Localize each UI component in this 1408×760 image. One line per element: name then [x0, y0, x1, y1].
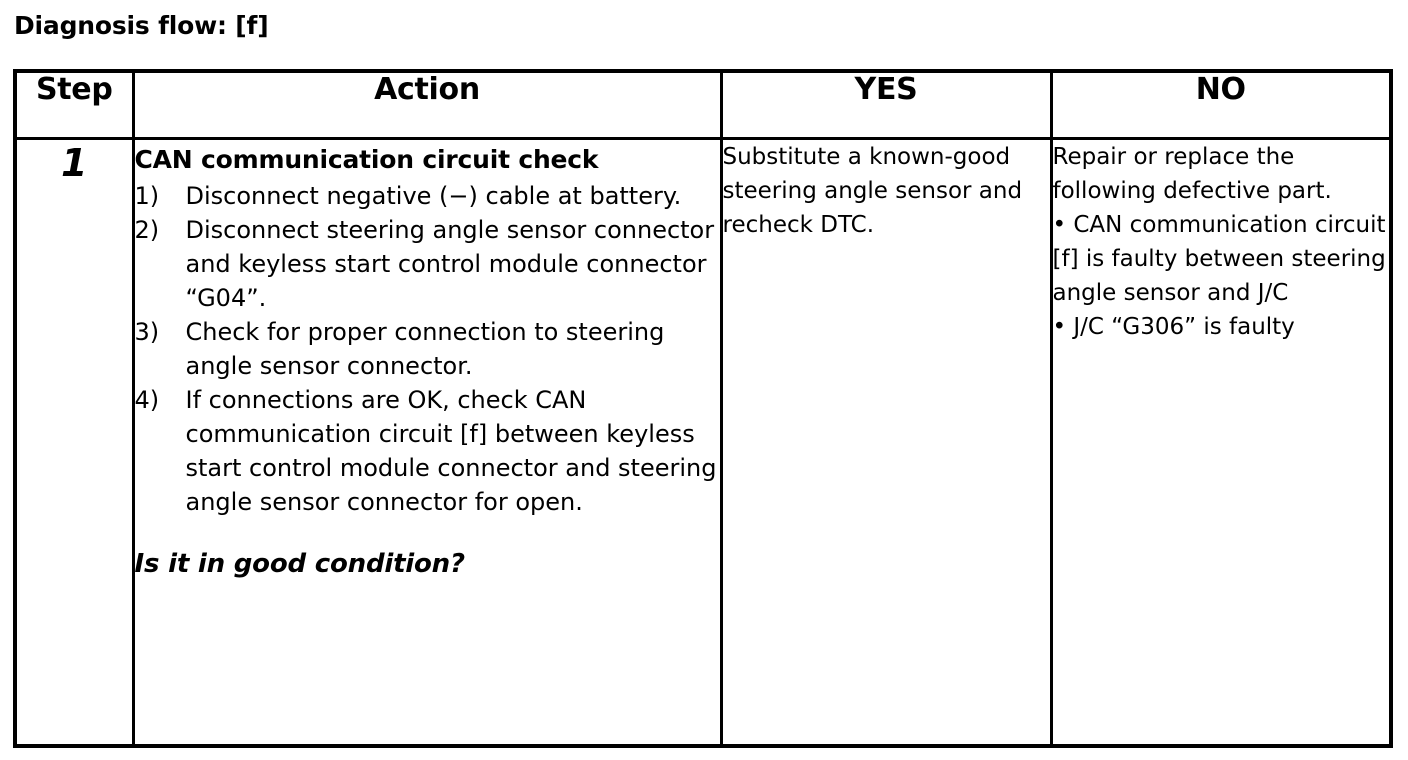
list-item-marker: 3)	[134, 318, 160, 346]
list-item: 4) If connections are OK, check CAN comm…	[135, 383, 720, 519]
table-body: 1 CAN communication circuit check 1) Dis…	[13, 137, 1393, 748]
no-bullet-item: • J/C “G306” is faulty	[1052, 314, 1295, 340]
column-header-action: Action	[131, 69, 723, 140]
list-item-marker: 2)	[134, 216, 160, 244]
cell-step: 1	[13, 137, 135, 748]
list-item-text: If connections are OK, check CAN communi…	[185, 386, 717, 516]
list-item-marker: 1)	[134, 182, 160, 210]
list-item-marker: 4)	[134, 386, 160, 414]
no-intro-text: Repair or replace the following defectiv…	[1052, 144, 1332, 204]
column-header-step: Step	[13, 69, 135, 140]
action-step-list: 1) Disconnect negative (−) cable at batt…	[135, 179, 720, 519]
table-header: Step Action YES NO	[13, 69, 1393, 140]
yes-text: Substitute a known-good steering angle s…	[722, 144, 1023, 238]
list-item-text: Check for proper connection to steering …	[185, 318, 665, 380]
column-header-no: NO	[1049, 69, 1393, 140]
list-item: 3) Check for proper connection to steeri…	[135, 315, 720, 383]
table-header-row: Step Action YES NO	[13, 69, 1393, 140]
list-item-text: Disconnect negative (−) cable at battery…	[185, 182, 682, 210]
list-item: 2) Disconnect steering angle sensor conn…	[135, 213, 720, 315]
cell-no: Repair or replace the following defectiv…	[1049, 137, 1393, 748]
column-header-yes: YES	[719, 69, 1053, 140]
step-number: 1	[61, 141, 88, 185]
action-heading: CAN communication circuit check	[134, 145, 599, 174]
list-item-text: Disconnect steering angle sensor connect…	[185, 216, 715, 312]
cell-yes: Substitute a known-good steering angle s…	[719, 137, 1053, 748]
no-bullet-item: • CAN communication circuit [f] is fault…	[1052, 212, 1386, 306]
list-item: 1) Disconnect negative (−) cable at batt…	[135, 179, 720, 213]
diagnosis-flow-table: Step Action YES NO 1 CAN communication c…	[13, 69, 1393, 748]
table-row: 1 CAN communication circuit check 1) Dis…	[13, 137, 1393, 748]
cell-action: CAN communication circuit check 1) Disco…	[131, 137, 723, 748]
action-question: Is it in good condition?	[134, 549, 466, 579]
page-title: Diagnosis flow: [f]	[14, 11, 269, 40]
